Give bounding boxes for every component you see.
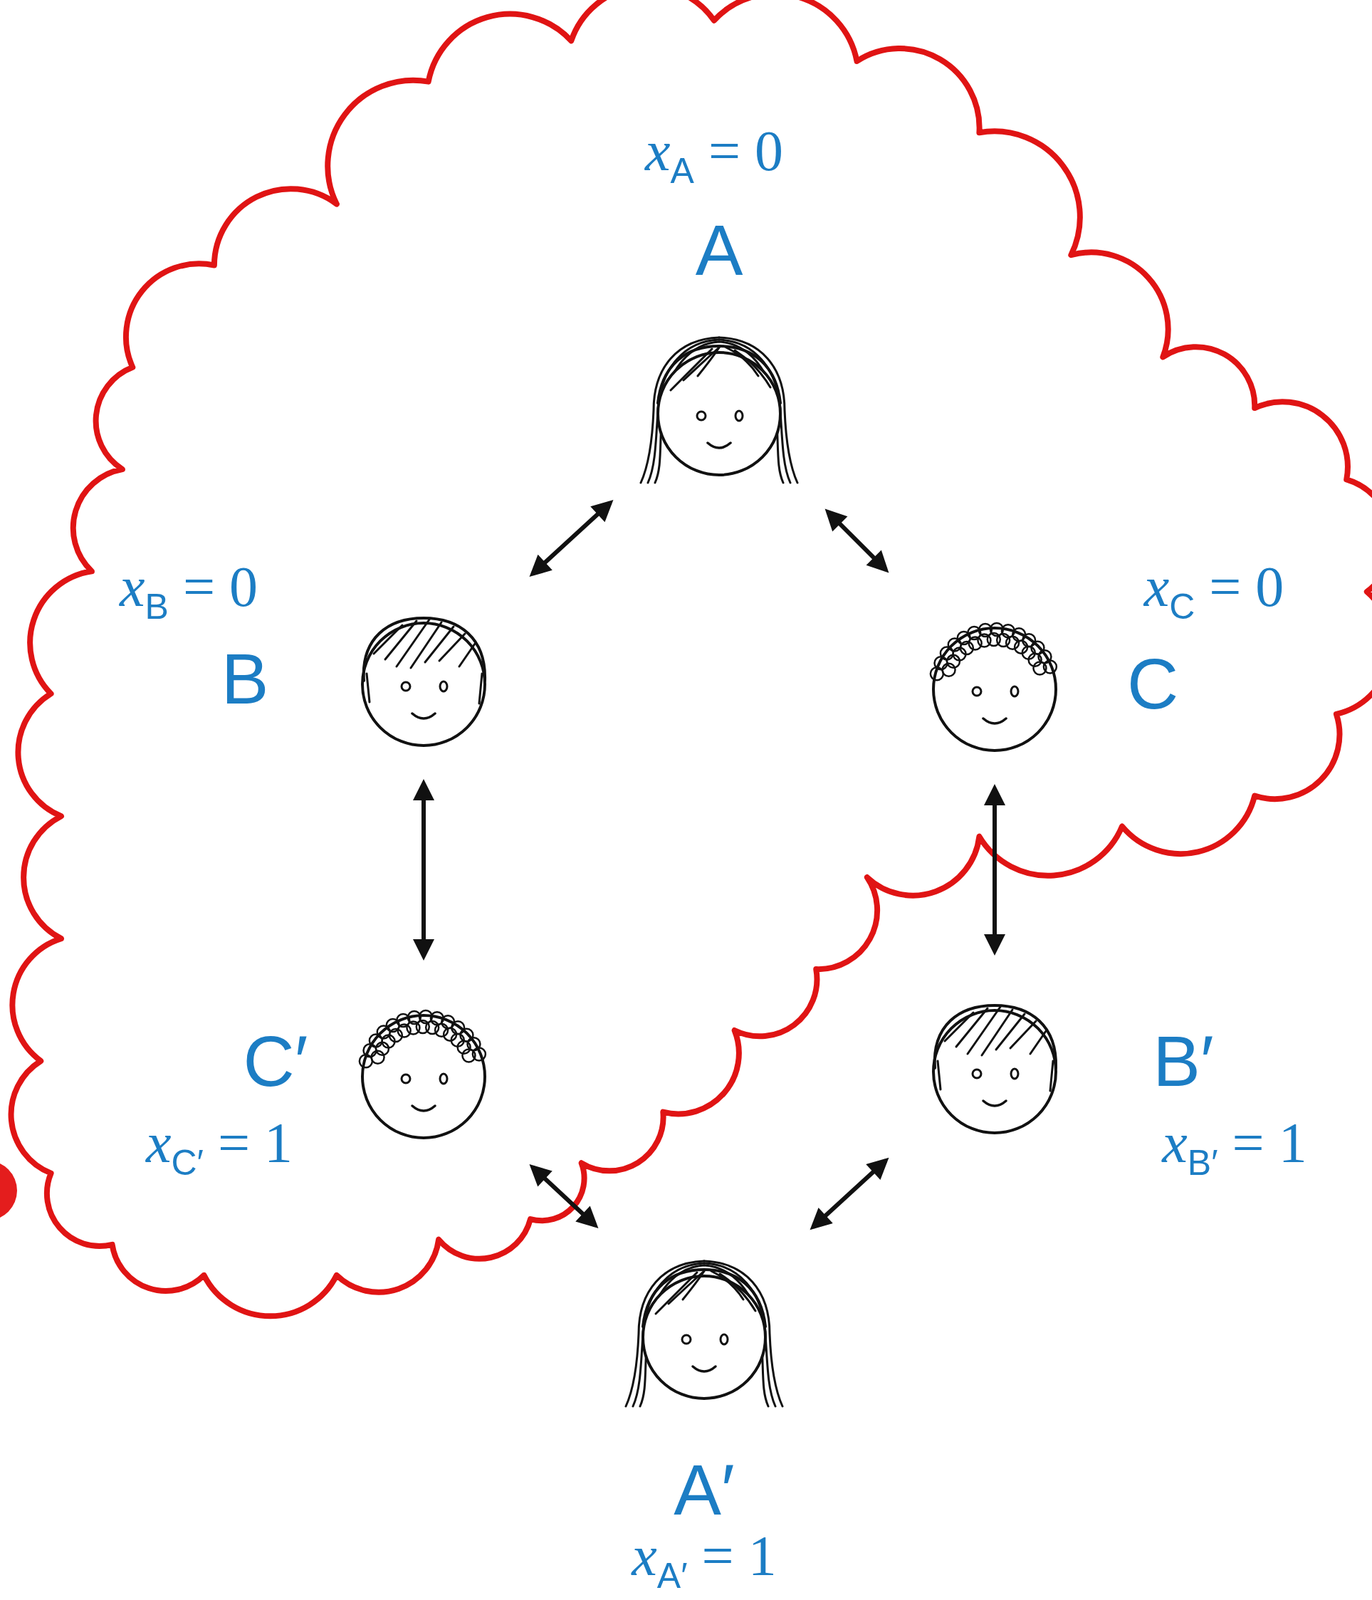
person-node: A′xA′ = 1: [597, 1219, 811, 1434]
value-label: xB′ = 1: [1161, 1114, 1307, 1172]
person-face: [597, 1219, 811, 1434]
value-label: xC′ = 1: [145, 1114, 293, 1172]
double-arrow: [532, 1166, 596, 1226]
value-label: xB = 0: [119, 558, 258, 616]
person-label: B′: [1152, 1025, 1214, 1097]
person-face: [887, 571, 1102, 786]
double-arrow: [828, 511, 886, 570]
person-label: A: [695, 214, 744, 286]
double-arrow: [813, 1160, 886, 1227]
double-arrow: [992, 788, 997, 952]
person-node: B′xB′ = 1: [887, 954, 1102, 1168]
person-node: xC = 0C: [887, 571, 1102, 786]
red-dot: [0, 1160, 18, 1221]
person-label: C′: [243, 1025, 309, 1097]
person-face: [316, 566, 531, 781]
value-label: xA = 0: [645, 122, 784, 180]
double-arrow: [421, 783, 426, 957]
person-node: C′xC′ = 1: [316, 959, 531, 1173]
person-label: B: [221, 642, 270, 715]
person-label: C: [1127, 647, 1179, 720]
person-label: A′: [673, 1453, 735, 1526]
person-node: xA = 0A: [612, 296, 826, 510]
person-face: [887, 954, 1102, 1168]
person-face: [612, 296, 826, 510]
value-label: xA′ = 1: [631, 1527, 777, 1585]
person-face: [316, 959, 531, 1173]
double-arrow: [532, 502, 611, 574]
group-cloud: [11, 0, 1372, 1316]
value-label: xC = 0: [1144, 558, 1285, 616]
person-node: xB = 0B: [316, 566, 531, 781]
